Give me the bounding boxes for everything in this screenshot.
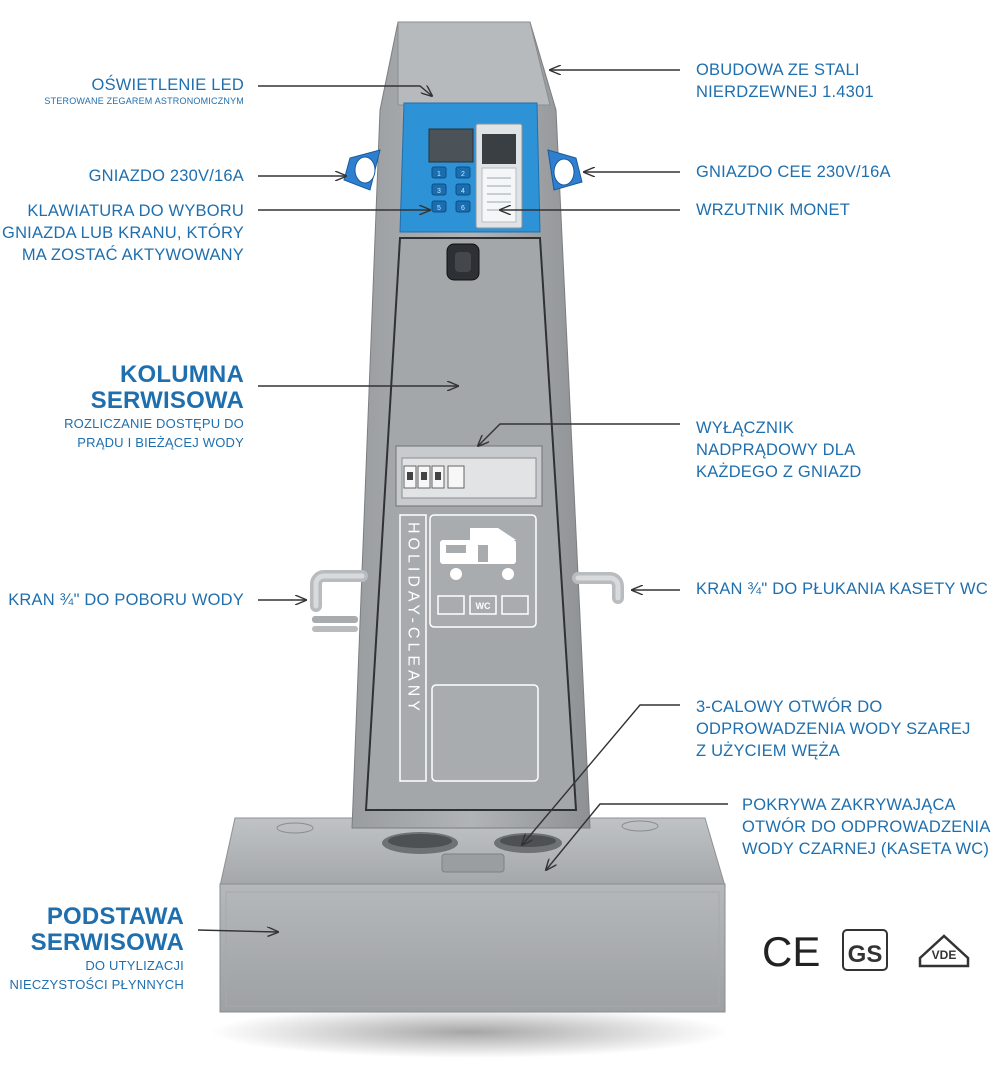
key-1: 1: [437, 171, 441, 178]
label-keypad: KLAWIATURA DO WYBORU GNIAZDA LUB KRANU, …: [2, 200, 244, 266]
socket-cee: [547, 149, 583, 191]
label-black-water-l1: POKRYWA ZAKRYWAJĄCA: [742, 796, 956, 814]
key-6: 6: [461, 205, 465, 212]
tap-right: [572, 572, 624, 604]
vde-mark-icon: VDE: [918, 934, 970, 968]
display-screen: [428, 128, 474, 163]
label-column-sub2: PRĄDU I BIEŻĄCEJ WODY: [77, 435, 244, 450]
label-keypad-l1: KLAWIATURA DO WYBORU: [27, 202, 244, 220]
label-breaker-l2: NADPRĄDOWY DLA: [696, 441, 856, 459]
label-keypad-l2: GNIAZDA LUB KRANU, KTÓRY: [2, 224, 244, 242]
arrow-led: [258, 86, 432, 96]
label-breaker: WYŁĄCZNIK NADPRĄDOWY DLA KAŻDEGO Z GNIAZ…: [696, 417, 861, 483]
arrow-grey-water: [522, 704, 680, 845]
tap-left: [310, 570, 368, 632]
label-housing-l2: NIERDZEWNEJ 1.4301: [696, 83, 874, 101]
label-led-title: OŚWIETLENIE LED: [91, 76, 244, 94]
label-coin-text: WRZUTNIK MONET: [696, 201, 851, 219]
label-led: OŚWIETLENIE LED STEROWANE ZEGAREM ASTRON…: [44, 74, 244, 107]
gs-mark-icon: GS: [842, 929, 888, 971]
service-column: 1 2 3 4 5 6: [351, 21, 591, 829]
arrow-base: [197, 930, 278, 932]
label-coin: WRZUTNIK MONET: [696, 199, 850, 221]
label-black-water-l2: OTWÓR DO ODPROWADZENIA: [742, 818, 991, 836]
svg-text:VDE: VDE: [932, 948, 957, 962]
label-base-title2: SERWISOWA: [30, 929, 184, 956]
wc-icon: [469, 595, 497, 615]
pictogram-panel: WC: [429, 514, 537, 628]
label-base-sub1: DO UTYLIZACJI: [85, 958, 184, 973]
label-grey-water: 3-CALOWY OTWÓR DO ODPROWADZENIA WODY SZA…: [696, 696, 971, 762]
brand-strip: [399, 514, 427, 782]
svg-text:GS: GS: [848, 941, 883, 968]
ce-mark-icon: CE: [762, 928, 820, 975]
arrow-black-water: [546, 803, 728, 870]
label-led-sub: STEROWANE ZEGAREM ASTRONOMICZNYM: [44, 96, 244, 106]
battery-icon: [437, 595, 465, 615]
svg-text:CE: CE: [762, 928, 820, 975]
label-black-water-l3: WODY CZARNEJ (KASETA WC): [742, 840, 990, 858]
callout-arrows: [197, 70, 728, 932]
arrow-breaker: [478, 423, 680, 446]
label-socket230: GNIAZDO 230V/16A: [89, 165, 244, 187]
service-base: [219, 817, 726, 1013]
label-tap-water-text: KRAN ¾" DO POBORU WODY: [8, 591, 244, 609]
label-column-sub1: ROZLICZANIE DOSTĘPU DO: [64, 416, 244, 431]
label-tap-wc-text: KRAN ¾" DO PŁUKANIA KASETY WC: [696, 580, 988, 598]
label-socket-cee: GNIAZDO CEE 230V/16A: [696, 161, 891, 183]
label-housing: OBUDOWA ZE STALI NIERDZEWNEJ 1.4301: [696, 59, 874, 103]
key-4: 4: [461, 188, 465, 195]
keypad: 1 2 3 4 5 6: [431, 166, 471, 213]
label-column: KOLUMNA SERWISOWA ROZLICZANIE DOSTĘPU DO…: [64, 362, 244, 452]
label-socket230-text: GNIAZDO 230V/16A: [88, 167, 244, 185]
tank-icon: [501, 595, 529, 615]
wc-text: WC: [476, 601, 491, 611]
label-keypad-l3: MA ZOSTAĆ AKTYWOWANY: [21, 246, 244, 264]
socket-230v: [343, 149, 381, 191]
label-black-water: POKRYWA ZAKRYWAJĄCA OTWÓR DO ODPROWADZEN…: [742, 794, 991, 860]
label-column-title1: KOLUMNA: [119, 361, 244, 388]
label-grey-water-l2: ODPROWADZENIA WODY SZAREJ: [696, 720, 971, 738]
ground-shadow: [210, 1006, 730, 1058]
label-base-title1: PODSTAWA: [46, 903, 184, 930]
label-breaker-l3: KAŻDEGO Z GNIAZD: [696, 463, 862, 481]
camper-icon: [440, 528, 516, 580]
label-housing-l1: OBUDOWA ZE STALI: [696, 61, 860, 79]
label-base-sub2: NIECZYSTOŚCI PŁYNNYCH: [9, 977, 184, 992]
lower-info-panel: [431, 684, 539, 782]
key-2: 2: [461, 171, 465, 178]
breaker-box: [395, 445, 543, 507]
key-5: 5: [437, 205, 441, 212]
label-column-title2: SERWISOWA: [90, 387, 244, 414]
label-breaker-l1: WYŁĄCZNIK: [696, 419, 795, 437]
key-3: 3: [437, 188, 441, 195]
label-socket-cee-text: GNIAZDO CEE 230V/16A: [696, 163, 891, 181]
label-tap-water: KRAN ¾" DO POBORU WODY: [8, 589, 244, 611]
brand-vertical: HOLIDAY-CLEANY: [405, 522, 422, 715]
black-water-cover: [441, 853, 505, 873]
label-grey-water-l3: Z UŻYCIEM WĘŻA: [696, 742, 840, 760]
label-grey-water-l1: 3-CALOWY OTWÓR DO: [696, 698, 883, 716]
label-base: PODSTAWA SERWISOWA DO UTYLIZACJI NIECZYS…: [10, 904, 184, 994]
label-tap-wc: KRAN ¾" DO PŁUKANIA KASETY WC: [696, 578, 988, 600]
coin-acceptor: [475, 123, 523, 229]
